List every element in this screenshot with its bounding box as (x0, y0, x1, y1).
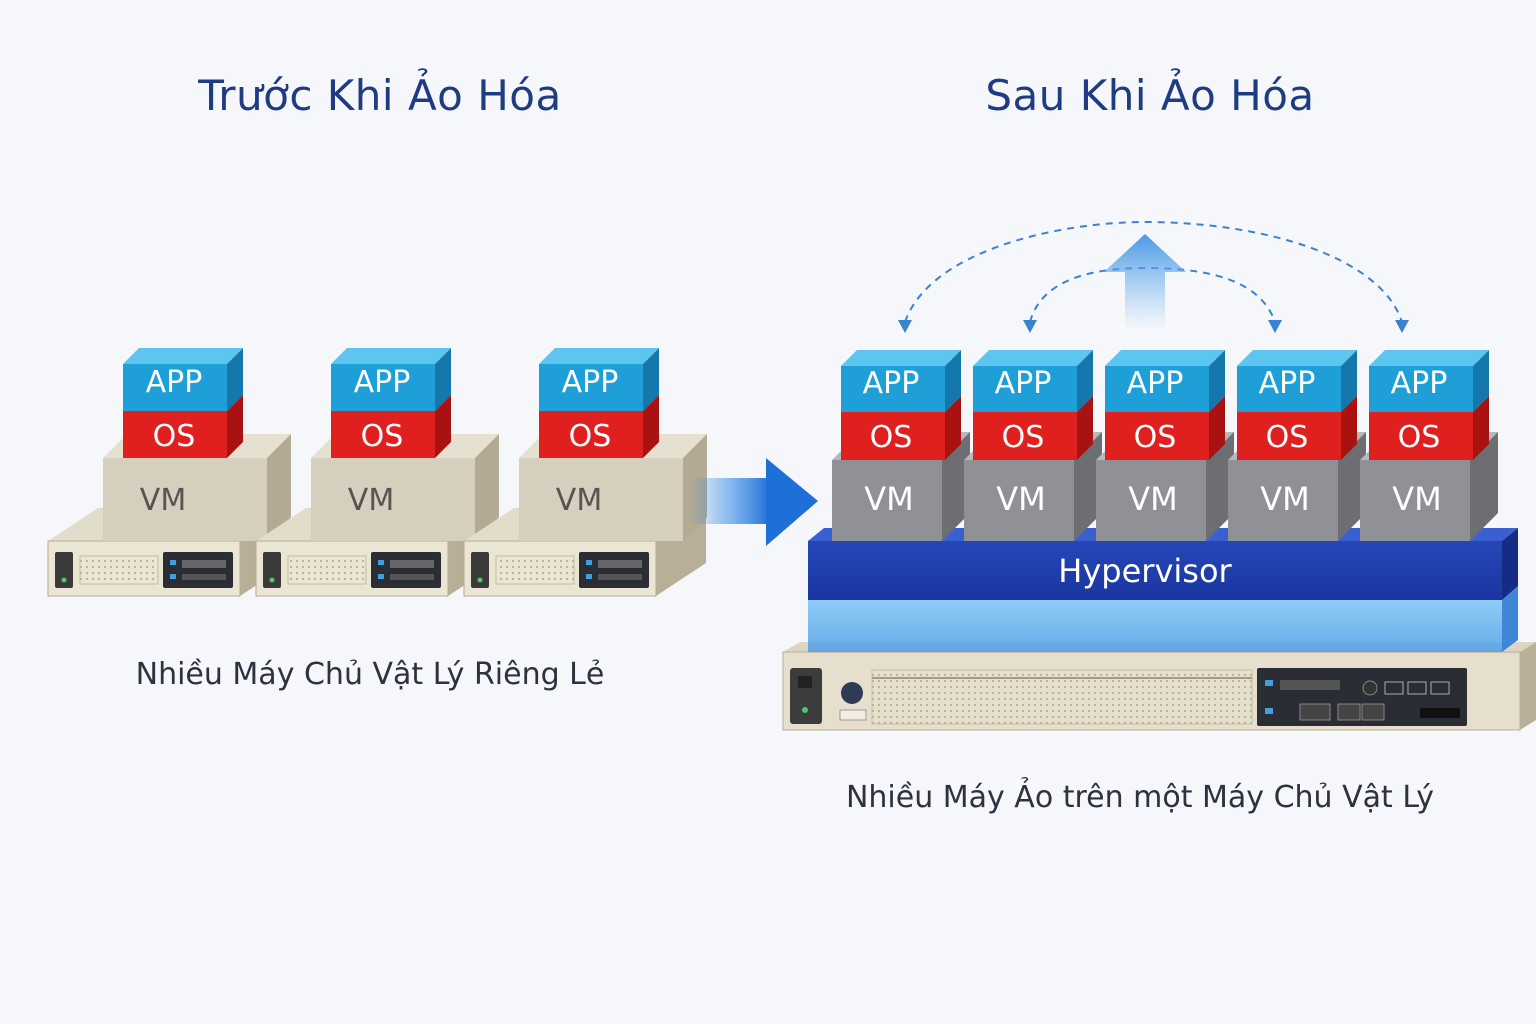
after-stack-1: VM OS APP (832, 350, 970, 541)
os-label: OS (1266, 420, 1309, 455)
os-label: OS (1134, 420, 1177, 455)
app-label: APP (562, 365, 619, 400)
vm-label: VM (348, 483, 394, 518)
after-stack-5: VM OS APP (1360, 350, 1498, 541)
before-stack-1: VM OS APP (47, 348, 291, 597)
caption-after: Nhiều Máy Ảo trên một Máy Chủ Vật Lý (845, 780, 1435, 815)
app-label: APP (1127, 366, 1184, 401)
app-block (331, 348, 451, 411)
after-stack-3: VM OS APP (1096, 350, 1234, 541)
os-label: OS (569, 419, 612, 454)
vm-label: VM (996, 480, 1046, 518)
migration-arrows (898, 220, 1409, 333)
transition-arrow (690, 458, 818, 546)
vm-label: VM (1128, 480, 1178, 518)
app-block (539, 348, 659, 411)
app-label: APP (995, 366, 1052, 401)
vm-label: VM (1392, 480, 1442, 518)
hypervisor-label: Hypervisor (1058, 552, 1232, 590)
before-server-group: VM OS APP VM OS APP VM OS APP (47, 348, 707, 597)
after-stack-4: VM OS APP (1228, 350, 1366, 541)
app-block (1369, 350, 1489, 412)
os-label: OS (361, 419, 404, 454)
vm-label: VM (140, 483, 186, 518)
app-label: APP (1259, 366, 1316, 401)
app-label: APP (146, 365, 203, 400)
app-label: APP (354, 365, 411, 400)
physical-server (782, 642, 1536, 731)
app-block (973, 350, 1093, 412)
title-after-virtualization: Sau Khi Ảo Hóa (985, 71, 1315, 120)
before-stack-3: VM OS APP (463, 348, 707, 597)
os-label: OS (153, 419, 196, 454)
os-label: OS (1398, 420, 1441, 455)
vm-label: VM (1260, 480, 1310, 518)
app-label: APP (1391, 366, 1448, 401)
after-server-group: Hypervisor VMOSAPPVMOSAPPVMOSAPPVMOSAPPV… (782, 220, 1536, 731)
os-label: OS (1002, 420, 1045, 455)
title-before-virtualization: Trước Khi Ảo Hóa (198, 71, 562, 120)
vm-label: VM (556, 483, 602, 518)
app-block (1237, 350, 1357, 412)
app-block (841, 350, 961, 412)
app-block (1105, 350, 1225, 412)
after-stack-2: VM OS APP (964, 350, 1102, 541)
app-label: APP (863, 366, 920, 401)
caption-before: Nhiều Máy Chủ Vật Lý Riêng Lẻ (135, 657, 605, 692)
app-block (123, 348, 243, 411)
vm-label: VM (864, 480, 914, 518)
before-stack-2: VM OS APP (255, 348, 499, 597)
os-label: OS (870, 420, 913, 455)
